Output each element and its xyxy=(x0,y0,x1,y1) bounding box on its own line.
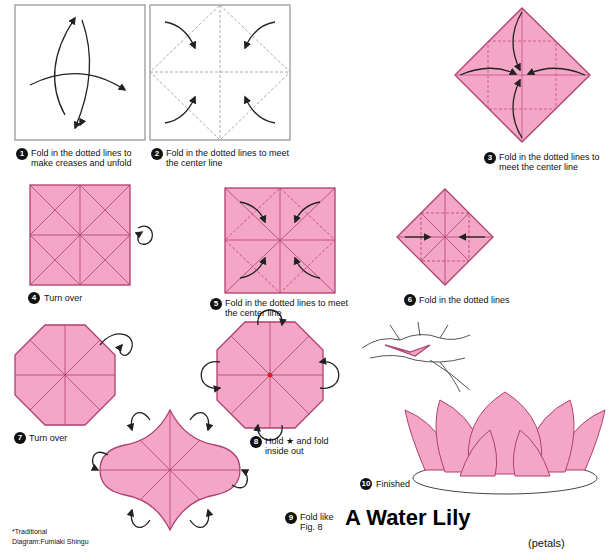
step-number: 8 xyxy=(250,436,262,448)
step-number: 3 xyxy=(484,152,496,164)
step-number: 7 xyxy=(14,432,26,444)
step-number: 5 xyxy=(210,298,222,310)
diagram-title: A Water Lily xyxy=(345,505,471,530)
subtitle: (petals) xyxy=(528,537,565,550)
step-caption: Fold in the dotted lines xyxy=(419,295,579,305)
step-number: 2 xyxy=(151,148,163,160)
step-caption: Fold in the dotted lines to meet the cen… xyxy=(166,148,290,169)
step-caption: Fold like Fig. 8 xyxy=(300,512,348,533)
step-caption: Hold ★ and fold inside out xyxy=(265,436,343,457)
step-number: 9 xyxy=(285,512,297,524)
step-caption: Fold in the dotted lines to make creases… xyxy=(31,148,149,169)
step-caption: Finished xyxy=(376,479,421,489)
step-number: 1 xyxy=(16,148,28,160)
step-caption: Fold in the dotted lines to meet the cen… xyxy=(499,152,609,173)
step-number: 4 xyxy=(28,292,40,304)
step-number: 10 xyxy=(360,478,372,490)
step-caption: Turn over xyxy=(29,433,99,443)
credit-note: *Traditional xyxy=(12,528,122,536)
step-number: 6 xyxy=(404,294,416,306)
step-caption: Turn over xyxy=(44,293,124,303)
step-caption: Fold in the dotted lines to meet the cen… xyxy=(225,298,355,319)
credit-note: Diagram:Fumiaki Shingu xyxy=(12,538,122,546)
